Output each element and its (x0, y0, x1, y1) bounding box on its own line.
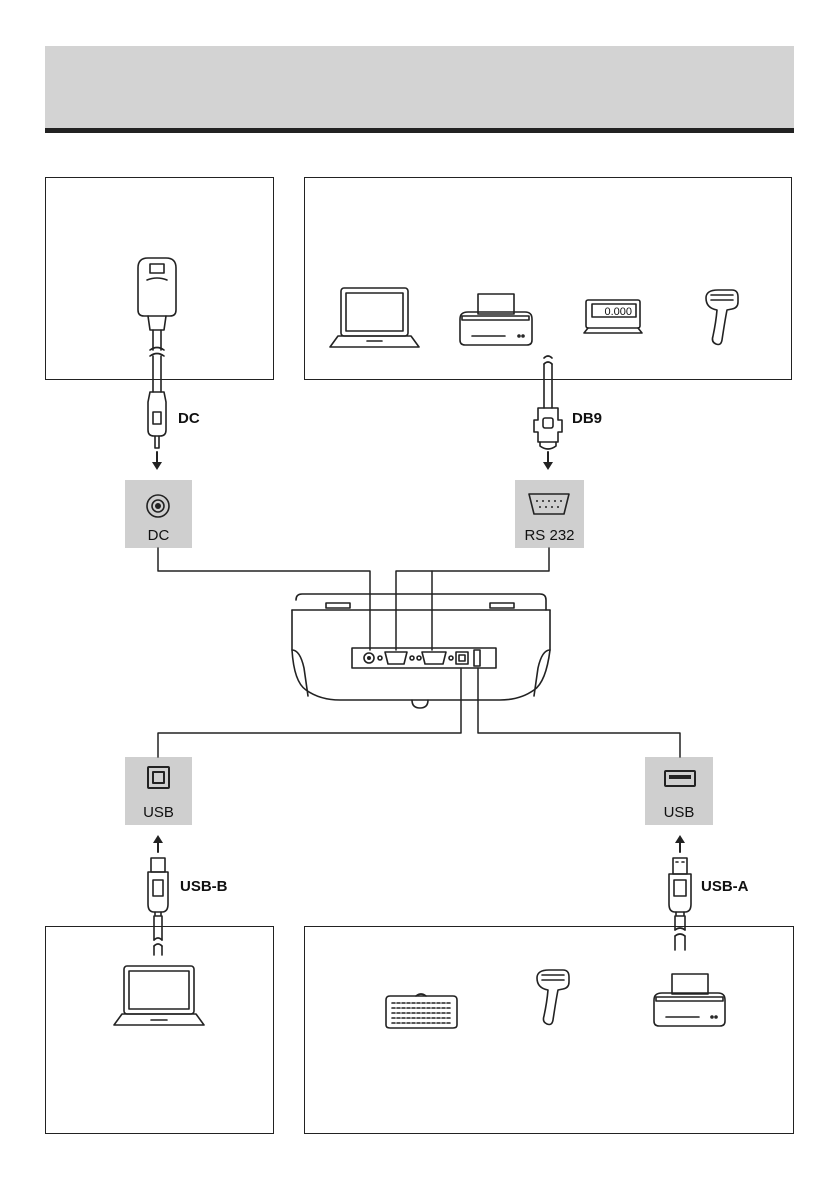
barcode-scanner-icon-bottom (537, 970, 569, 1025)
display-readout: 0.000 (604, 306, 632, 318)
usb-b-port-icon (148, 767, 169, 788)
laptop-icon-bottom (114, 966, 204, 1025)
printer-icon-bottom (654, 974, 725, 1026)
usb-b-cable-icon (148, 858, 168, 955)
laptop-icon-top (330, 288, 419, 347)
barcode-scanner-icon-top (706, 290, 738, 345)
connection-lines (158, 548, 680, 757)
printer-icon-top (460, 294, 532, 345)
scale-rear-panel (292, 594, 550, 708)
rs232-port-icon (529, 494, 569, 514)
keyboard-icon (386, 994, 457, 1028)
rs232-pins (536, 500, 562, 508)
usb-a-cable-icon (669, 858, 691, 950)
db9-cable-icon (534, 356, 562, 449)
power-adapter-icon (138, 258, 176, 448)
